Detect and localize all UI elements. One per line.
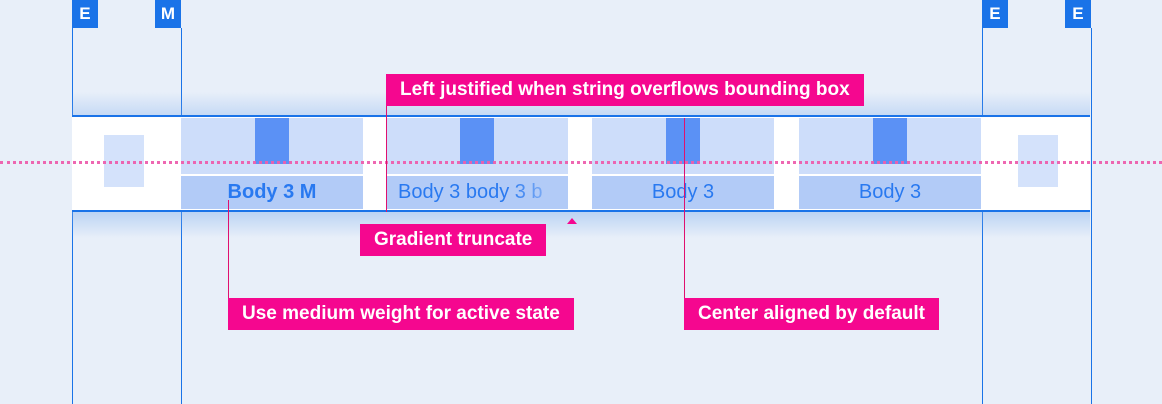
spacing-badge-m: M [155,0,181,28]
tab-glyph-icon [460,118,494,164]
guide-left-inner [181,28,182,404]
tab-icon-placeholder [181,118,363,174]
annotation-medium-weight: Use medium weight for active state [228,298,574,330]
tab-icon-placeholder [592,118,774,174]
guide-right-inner [982,28,983,404]
spacing-badge-e-left: E [72,0,98,28]
guide-left-outer [72,28,73,404]
guide-right-outer [1091,28,1092,404]
annotation-gradient-truncate: Gradient truncate [360,224,547,256]
tab-label-text: Body 3 body 3 b [398,181,543,203]
annotation-left-justified: Left justified when string overflows bou… [386,74,864,106]
tick-gradient-truncate [567,218,577,224]
leader-center-aligned [684,118,685,298]
annotation-center-aligned: Center aligned by default [684,298,939,330]
spacing-badge-e-right-outer: E [1065,0,1091,28]
tab-active[interactable]: Body 3 M [181,118,363,209]
tab-default-2[interactable]: Body 3 [799,118,981,209]
tab-glyph-icon [666,118,700,164]
leader-medium-weight [228,200,229,298]
tab-label: Body 3 body 3 b [386,176,568,209]
tab-label: Body 3 M [181,176,363,209]
tab-label: Body 3 [799,176,981,209]
spacing-badge-e-right-inner: E [982,0,1008,28]
tab-glyph-icon [255,118,289,164]
tab-glyph-icon [873,118,907,164]
tab-default-1[interactable]: Body 3 [592,118,774,209]
container-glow-bottom [72,212,1090,238]
tab-icon-placeholder [799,118,981,174]
vertical-center-guide [0,161,1162,164]
tab-label: Body 3 [592,176,774,209]
leader-left-justified [386,106,387,212]
tab-icon-placeholder [386,118,568,174]
